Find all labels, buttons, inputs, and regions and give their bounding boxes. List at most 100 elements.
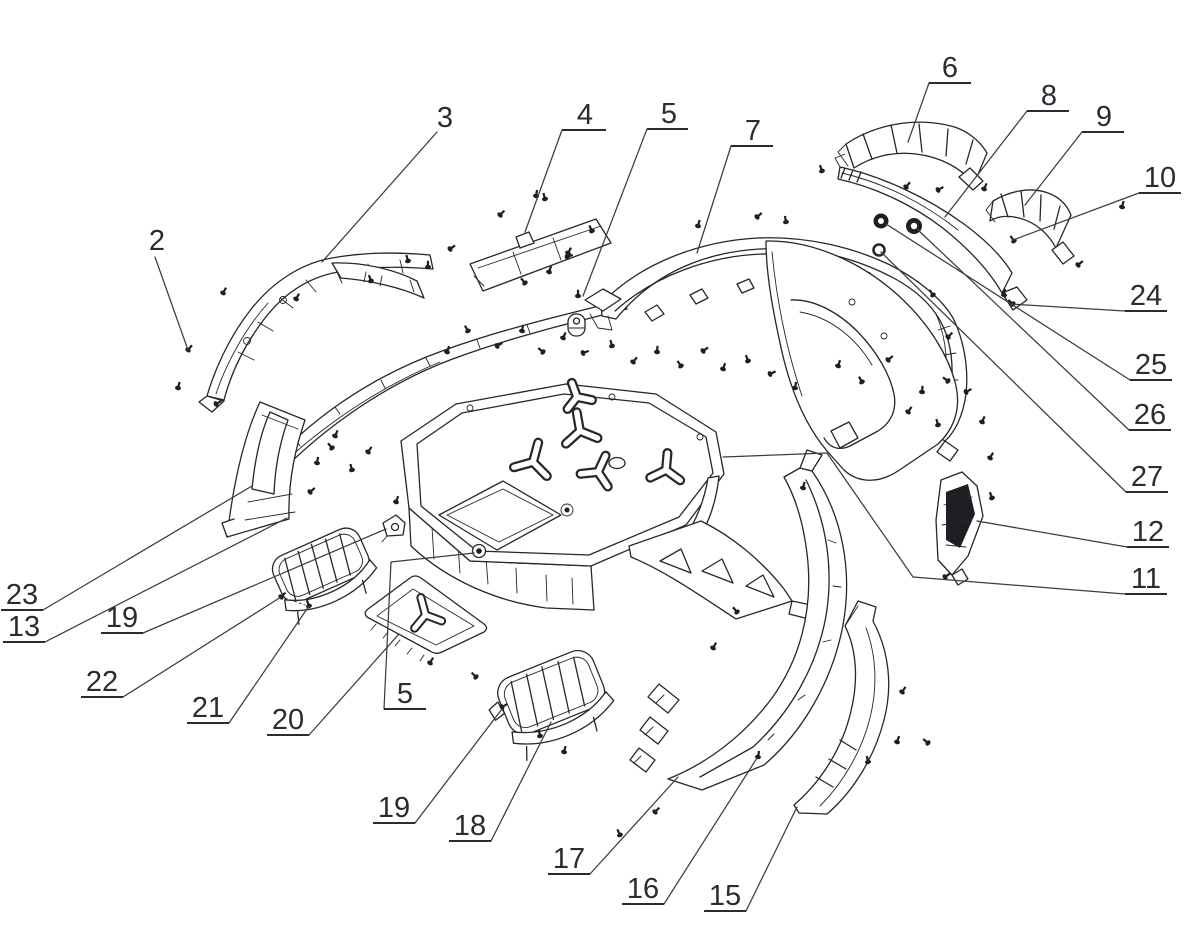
screw-icon	[754, 212, 763, 220]
screw-icon	[935, 418, 941, 428]
callout-leader-13	[44, 517, 288, 643]
callout-leader-3	[321, 131, 438, 263]
callout-leader-22	[122, 596, 282, 698]
screw-icon	[720, 362, 727, 372]
screw-icon	[564, 253, 574, 260]
screw-icon	[630, 356, 638, 365]
screw-icon	[928, 289, 936, 298]
callout-label-18: 18	[454, 810, 486, 842]
callout-leader-5	[383, 552, 475, 710]
screw-icon	[732, 606, 740, 615]
callout-leader-8	[944, 110, 1028, 218]
screw-icon	[327, 442, 335, 451]
screw-icon	[755, 750, 761, 760]
screw-icon	[314, 456, 320, 466]
screw-icon	[945, 331, 954, 340]
screw-icon	[988, 491, 995, 501]
screw-icon	[894, 735, 901, 745]
callout-leader-9	[1024, 131, 1083, 206]
screw-icon	[899, 686, 907, 695]
callout-label-17: 17	[553, 843, 585, 875]
callout-label-24: 24	[1130, 280, 1162, 312]
screw-icon	[537, 347, 546, 355]
screw-icon	[783, 215, 789, 225]
screw-icon	[922, 738, 931, 746]
screw-icon	[903, 181, 911, 190]
screw-icon	[981, 182, 988, 192]
callout-label-21: 21	[192, 692, 224, 724]
part-louver-trim-right	[985, 189, 1075, 265]
screw-icon	[494, 341, 503, 349]
part-quarter-panel	[765, 240, 959, 481]
screw-icon	[520, 277, 528, 286]
callout-leader-16	[663, 757, 758, 905]
screw-icon	[857, 376, 865, 385]
screw-icon	[616, 828, 623, 838]
callout-label-13: 13	[8, 611, 40, 643]
callout-label-5: 5	[397, 678, 413, 710]
callout-leader-6	[907, 82, 930, 143]
screw-icon	[652, 806, 661, 815]
fastener-screws	[175, 164, 1125, 838]
screw-icon	[220, 287, 228, 296]
screw-icon	[818, 164, 825, 174]
screw-icon	[800, 481, 806, 491]
screw-icon	[919, 385, 925, 395]
callout-label-25: 25	[1135, 349, 1167, 381]
screw-icon	[565, 247, 573, 256]
callout-label-16: 16	[627, 873, 659, 905]
screw-icon	[609, 339, 615, 349]
screw-icon	[710, 642, 718, 651]
callout-leader-21	[228, 605, 310, 724]
callout-leader-24	[1009, 303, 1126, 312]
part-wheel-flare	[198, 252, 434, 413]
screw-icon	[175, 381, 181, 391]
callout-leader-11	[722, 452, 1126, 595]
part-nut	[471, 543, 487, 559]
callout-leader-7	[696, 145, 732, 254]
callout-label-22: 22	[86, 666, 118, 698]
screw-icon	[332, 429, 339, 439]
screw-icon	[588, 224, 595, 234]
screw-icon	[367, 274, 374, 284]
part-vent-bottom	[488, 649, 615, 762]
screw-icon	[676, 360, 684, 369]
callout-leader-4	[524, 129, 563, 233]
screw-icon	[499, 702, 508, 710]
callout-label-3: 3	[437, 102, 453, 134]
callout-label-5: 5	[661, 98, 677, 130]
screw-icon	[470, 671, 479, 680]
callout-label-9: 9	[1096, 101, 1112, 133]
callout-label-27: 27	[1131, 461, 1163, 493]
screw-icon	[405, 254, 411, 264]
screw-icon	[575, 289, 581, 299]
screw-icon	[560, 331, 567, 341]
callout-leader-19	[142, 528, 387, 634]
part-grommet-1	[873, 213, 889, 229]
screw-icon	[935, 185, 944, 193]
screw-icon	[654, 345, 660, 355]
callout-leader-5	[582, 128, 648, 297]
screw-icon	[213, 399, 222, 407]
screw-icon	[537, 729, 543, 739]
screw-icon	[463, 325, 471, 334]
screw-icon	[293, 293, 301, 302]
callout-label-23: 23	[6, 579, 38, 611]
callout-label-20: 20	[272, 704, 304, 736]
callout-leader-10	[1012, 192, 1140, 241]
part-mount-bracket	[935, 471, 984, 586]
screw-icon	[307, 487, 316, 495]
screw-icon	[580, 349, 590, 356]
part-rear-fascia	[629, 449, 848, 791]
part-grommet-a	[567, 313, 586, 337]
screw-icon	[365, 446, 373, 455]
screw-icon	[519, 324, 525, 334]
callout-leader-15	[745, 806, 798, 912]
screw-icon	[744, 354, 751, 364]
screw-icon	[497, 209, 506, 218]
screw-icon	[835, 359, 842, 369]
screw-icon	[792, 381, 798, 391]
screw-icon	[987, 452, 995, 461]
screw-icon	[546, 265, 553, 275]
